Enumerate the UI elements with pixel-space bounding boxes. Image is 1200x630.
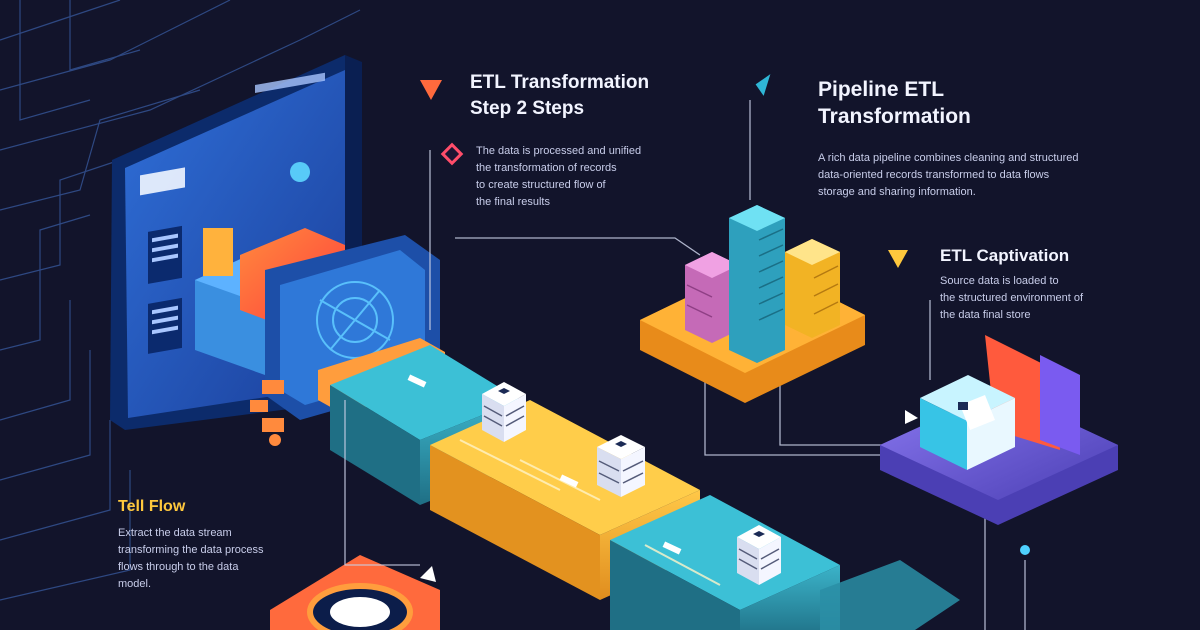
flow-title: Tell Flow [118, 498, 186, 515]
connector-node [1020, 545, 1030, 555]
pipeline-title-1: Pipeline ETL [818, 78, 945, 101]
yellow-triangle-icon [888, 250, 908, 268]
background-grid [0, 0, 361, 601]
transform-steps-body: The data is processed and unified the tr… [476, 145, 642, 209]
chart-bars-icon [640, 205, 865, 403]
transform-steps-title-1: ETL Transformation [470, 72, 650, 93]
flow-body: Extract the data stream transforming the… [118, 527, 264, 591]
pipeline-body: A rich data pipeline combines cleaning a… [818, 152, 1079, 199]
server-stack-icon [482, 382, 781, 585]
connector-arrow [905, 410, 918, 424]
gauge-dial-icon [270, 555, 440, 630]
database-icon [880, 335, 1118, 525]
orange-triangle-icon [420, 80, 442, 100]
captivation-body: Source data is loaded to the structured … [940, 275, 1084, 322]
pipeline-title-2: Transformation [818, 104, 971, 128]
connector-arrow [420, 566, 436, 582]
connector-lines [344, 100, 1026, 630]
label-captivation: ETL Captivation [940, 246, 1160, 266]
label-pipeline: Pipeline ETL Transformation [818, 78, 1078, 130]
transform-steps-title-2: Step 2 Steps [470, 98, 585, 120]
captivation-title: ETL Captivation [940, 246, 1070, 265]
label-flow: Tell Flow [118, 498, 318, 517]
label-transform-steps: ETL Transformation Step 2 Steps [470, 72, 710, 121]
